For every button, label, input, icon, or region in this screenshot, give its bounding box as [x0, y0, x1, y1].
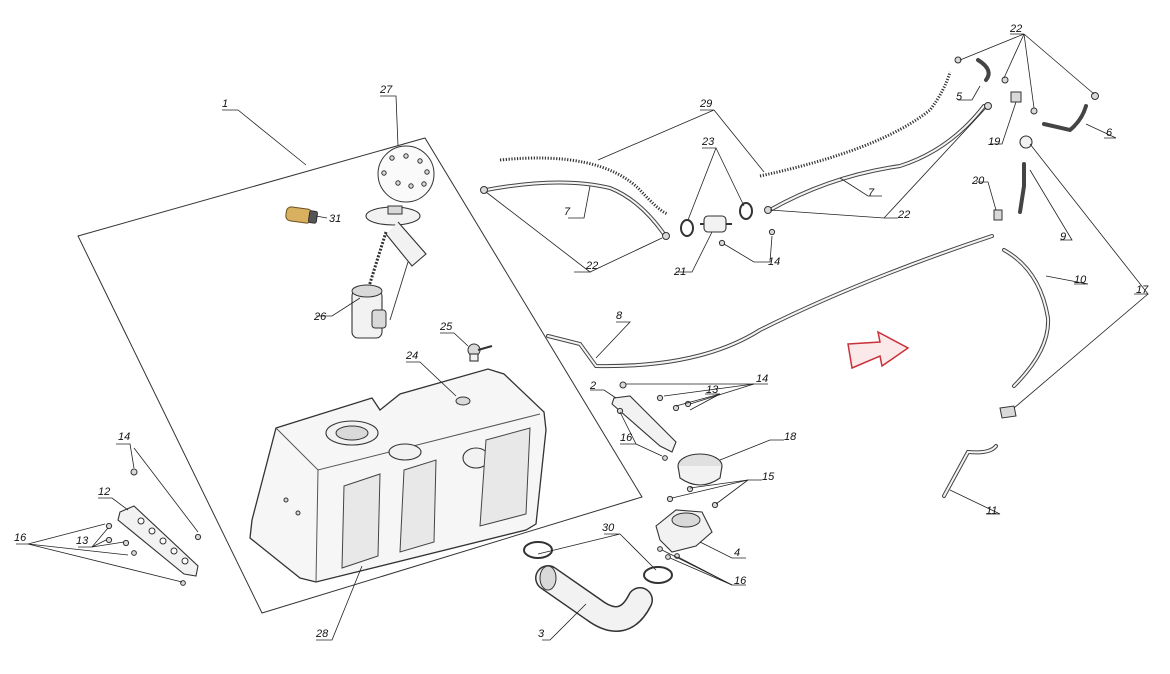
label-31: 31 [329, 213, 341, 225]
label-2: 2 [589, 380, 596, 392]
part-11-line-inner [943, 445, 997, 497]
part-29-spring-right [759, 71, 952, 178]
part-10-line-inner [1003, 249, 1050, 387]
label-20: 20 [971, 175, 985, 187]
label-16-mid: 16 [620, 432, 633, 444]
part-19-tee [1010, 91, 1033, 149]
leader-lines [16, 33, 1149, 641]
part-12-bracket [117, 505, 199, 577]
label-1: 1 [222, 98, 228, 110]
label-24: 24 [405, 350, 418, 362]
label-7-right: 7 [868, 187, 875, 199]
label-14-mid: 14 [756, 373, 768, 385]
label-23: 23 [701, 136, 715, 148]
label-17: 17 [1136, 284, 1149, 296]
label-11: 11 [986, 505, 997, 517]
label-21: 21 [673, 266, 686, 278]
label-22-mid: 22 [897, 209, 910, 221]
label-8: 8 [616, 310, 623, 322]
part-20-valve [993, 209, 1003, 221]
label-28: 28 [315, 628, 329, 640]
part-17-valve [999, 405, 1017, 419]
label-9: 9 [1060, 231, 1066, 243]
part-4-filler-neck [655, 509, 713, 560]
small-fasteners-left [105, 468, 202, 586]
part-26-fuel-pump-sender [351, 205, 427, 339]
part-2-bracket [611, 381, 692, 461]
part-22-fittings [480, 56, 1099, 240]
label-13-left: 13 [76, 535, 89, 547]
label-26: 26 [313, 311, 327, 323]
label-5: 5 [956, 91, 963, 103]
label-18: 18 [784, 431, 797, 443]
label-22-left: 22 [585, 260, 598, 272]
part-5-hose [976, 58, 991, 82]
part-21-inline-filter [700, 215, 732, 233]
part-14-screw [768, 228, 776, 236]
label-14-right: 14 [768, 256, 780, 268]
label-22-top: 22 [1009, 23, 1022, 35]
direction-arrow-icon [847, 330, 910, 370]
label-30: 30 [602, 522, 615, 534]
part-11-line [942, 444, 998, 498]
part-3-filler-hose [535, 565, 653, 632]
part-25-sensor [467, 343, 493, 362]
label-16-left: 16 [14, 532, 27, 544]
label-27: 27 [379, 84, 393, 96]
part-6-hose [1042, 104, 1088, 133]
label-14-left: 14 [118, 431, 130, 443]
label-29: 29 [699, 98, 712, 110]
label-10: 10 [1074, 274, 1087, 286]
label-25: 25 [439, 321, 453, 333]
label-7-left: 7 [564, 206, 571, 218]
part-27-screw-set [377, 145, 435, 203]
part-28-fuel-tank [249, 368, 547, 583]
label-16-right: 16 [734, 575, 747, 587]
label-12: 12 [98, 486, 110, 498]
part-9-line [1018, 162, 1026, 214]
part-labels: 1 27 31 26 25 24 28 14 12 13 16 3 30 2 1… [14, 23, 1149, 640]
part-23-clamps [680, 202, 753, 237]
label-19: 19 [988, 136, 1000, 148]
part-7-hoses [484, 104, 986, 236]
part-29-spring-left [499, 156, 669, 216]
label-3: 3 [538, 628, 545, 640]
tank-assembly-frame [77, 137, 643, 614]
label-15: 15 [762, 471, 775, 483]
part-8-fuel-line-inner [547, 235, 993, 368]
label-13-mid: 13 [706, 384, 719, 396]
part-30-clamps [523, 541, 673, 584]
label-6: 6 [1106, 127, 1113, 139]
part-14-screw-2 [718, 239, 726, 247]
part-18-fuel-cap [677, 453, 723, 486]
part-31-strainer [285, 206, 318, 224]
label-4: 4 [734, 547, 740, 559]
part-10-line [1002, 248, 1051, 388]
